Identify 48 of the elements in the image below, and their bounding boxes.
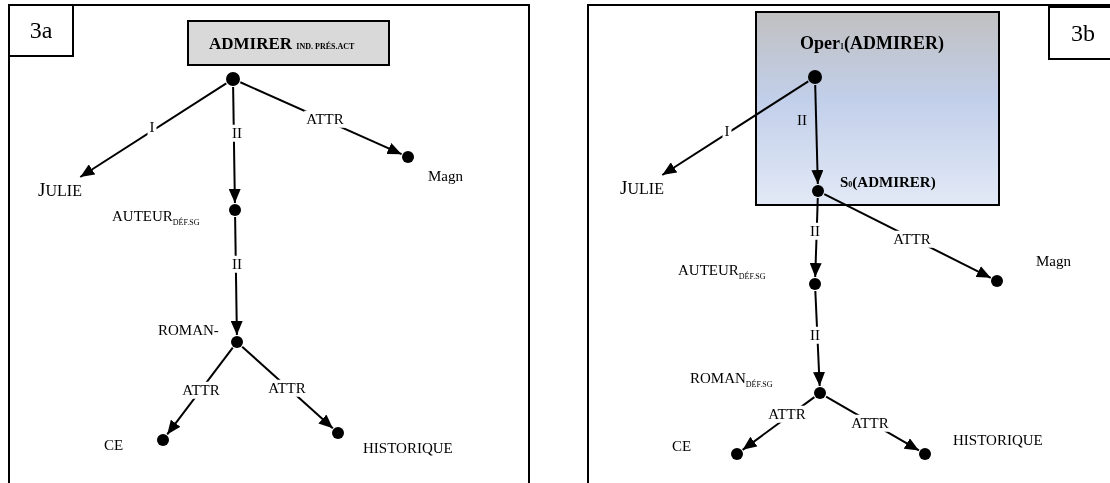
node-dot <box>157 434 169 446</box>
node-dot <box>731 448 743 460</box>
lexeme-box <box>187 20 390 66</box>
arrow <box>661 80 810 176</box>
node-dot <box>991 275 1003 287</box>
panel-label: 3b <box>1071 19 1095 47</box>
edge-label: II <box>230 124 244 142</box>
node-dot <box>332 427 344 439</box>
edge-label: II <box>808 222 822 240</box>
edge-label: II <box>808 326 822 344</box>
edge-label: ATTR <box>266 379 308 397</box>
arrow <box>228 86 241 204</box>
node-label: AUTEUR$_{DÉF.SG}$ <box>112 208 200 227</box>
edge-label: ATTR <box>180 381 222 399</box>
lexeme-label: JULIE <box>620 177 664 199</box>
node-dot <box>229 204 241 216</box>
node-dot <box>919 448 931 460</box>
panel-frame <box>8 4 530 483</box>
arrow <box>813 290 826 387</box>
edge-label: II <box>796 111 808 129</box>
node-dot <box>809 278 821 290</box>
arrow <box>230 216 243 336</box>
node-dot <box>402 151 414 163</box>
panel-label: 3a <box>29 17 53 44</box>
edge-label: ATTR <box>766 405 808 423</box>
edge-label: ATTR <box>849 414 891 432</box>
node-dot <box>226 72 240 86</box>
node-label: Magn <box>1036 253 1071 270</box>
node-label: HISTORIQUE <box>953 432 1043 449</box>
panel-frame <box>587 4 1110 483</box>
lexeme-box <box>755 11 1000 206</box>
node-label: Magn <box>428 168 463 185</box>
arrow <box>79 82 228 178</box>
node-label: ROMAN- <box>158 322 219 339</box>
edge-label: ATTR <box>891 230 933 248</box>
node-label: HISTORIQUE <box>363 440 453 457</box>
node-label: AUTEUR$_{DÉF.SG}$ <box>678 262 766 281</box>
node-label: CE <box>672 438 692 455</box>
edge-label: ATTR <box>304 110 346 128</box>
node-label: CE <box>104 437 124 454</box>
node-dot <box>808 70 822 84</box>
arrow <box>811 84 824 185</box>
node-dot <box>812 185 824 197</box>
edge-label: II <box>230 255 244 273</box>
lexeme-label: JULIE <box>38 179 82 201</box>
node-label: ROMAN$_{DÉF.SG}$ <box>690 370 773 389</box>
node-dot <box>814 387 826 399</box>
node-dot <box>231 336 243 348</box>
